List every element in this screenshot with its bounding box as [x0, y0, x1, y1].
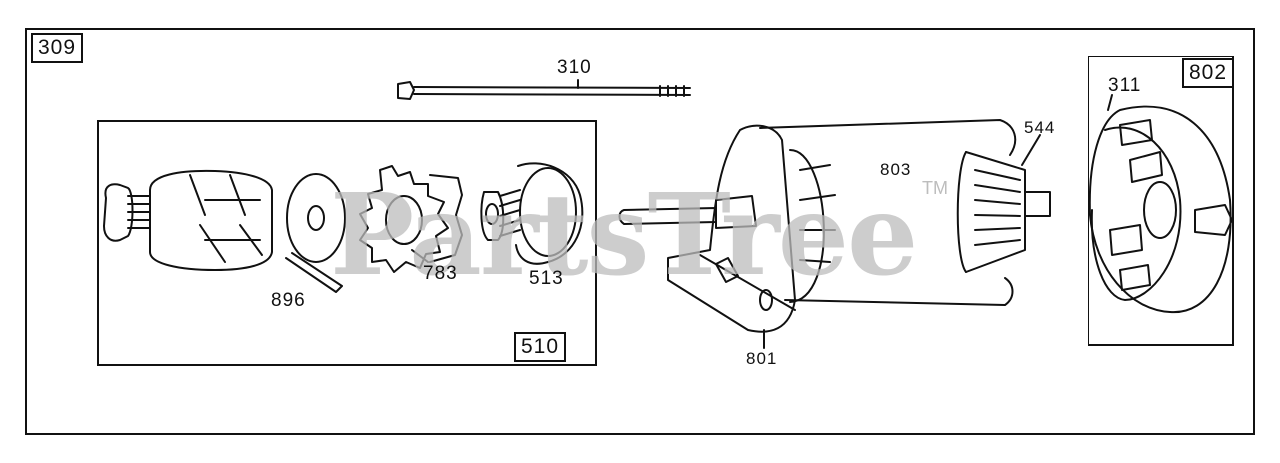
housing-number-tag: 802 — [1182, 58, 1235, 88]
callout-armature: 544 — [1024, 118, 1056, 137]
callout-motor: 803 — [880, 160, 912, 179]
callout-bolt: 310 — [557, 57, 592, 78]
housing-frame — [1088, 56, 1234, 346]
callout-end-cap: 311 — [1108, 75, 1142, 96]
callout-spring: 513 — [529, 268, 564, 289]
outer-frame — [25, 28, 1255, 435]
drive-assembly-frame — [97, 120, 597, 366]
spring-retainer-drawing — [480, 162, 584, 265]
subassembly-number-tag: 510 — [514, 332, 567, 362]
armature-drawing — [956, 134, 1051, 273]
drive-pinion-drawing — [103, 169, 273, 271]
gear-drawing — [359, 165, 463, 273]
callout-bracket: 801 — [746, 349, 778, 368]
assembly-number-tag: 309 — [31, 33, 84, 63]
motor-drawing — [618, 119, 1017, 333]
long-bolt-drawing — [397, 79, 691, 100]
callout-washer: 896 — [271, 290, 306, 311]
callout-gear: 783 — [423, 263, 458, 284]
end-cap-drawing — [1088, 94, 1233, 314]
trademark-mark: TM — [922, 178, 948, 198]
washer-drawing — [285, 173, 346, 293]
